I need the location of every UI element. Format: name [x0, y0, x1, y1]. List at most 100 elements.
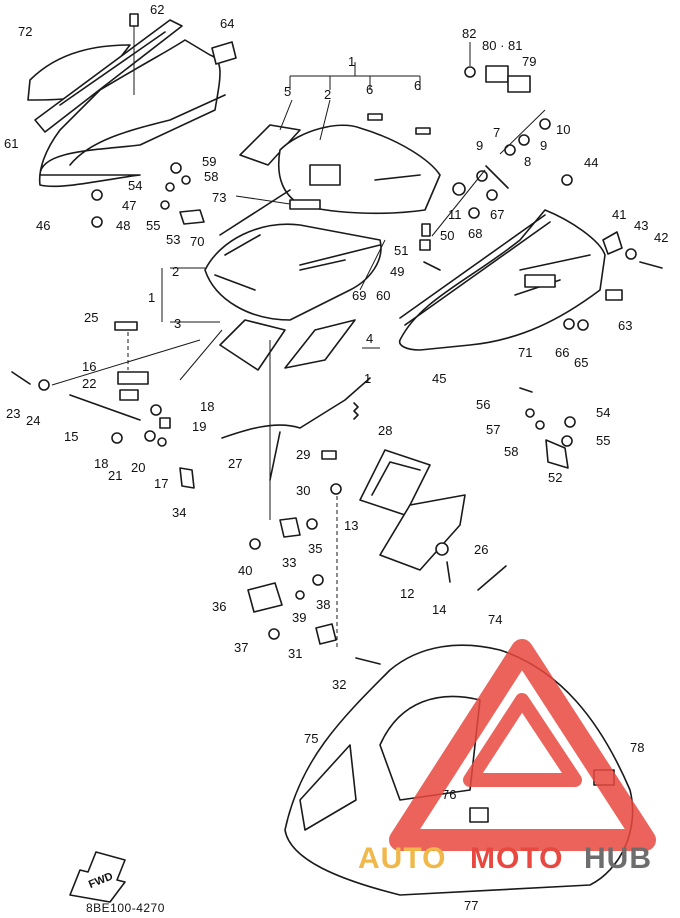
part-4-panel — [284, 319, 356, 369]
part-10 — [539, 118, 551, 130]
callout-35: 35 — [308, 541, 322, 556]
part-74-strip — [477, 565, 507, 591]
callout-45: 45 — [432, 371, 446, 386]
part-61-line — [59, 31, 166, 106]
callout-39: 39 — [292, 610, 306, 625]
callout-12: 12 — [400, 586, 414, 601]
part-54-right — [564, 416, 576, 428]
callout-73: 73 — [212, 190, 226, 205]
callout-48: 48 — [116, 218, 130, 233]
callout-54-a: 54 — [128, 178, 142, 193]
callout-2: 2 — [324, 87, 331, 102]
part-37 — [268, 628, 280, 640]
part-36 — [247, 582, 283, 613]
part-46-frame — [38, 39, 221, 188]
callout-1-b: 1 — [148, 290, 155, 305]
callout-63: 63 — [618, 318, 632, 333]
callout-64: 64 — [220, 16, 234, 31]
callout-19: 19 — [192, 419, 206, 434]
part-2-hood-lines — [214, 234, 346, 291]
callout-54-b: 54 — [596, 405, 610, 420]
callout-33: 33 — [282, 555, 296, 570]
callout-5: 5 — [284, 84, 291, 99]
callout-41: 41 — [612, 207, 626, 222]
callout-61: 61 — [4, 136, 18, 151]
callout-74: 74 — [488, 612, 502, 627]
callout-7: 7 — [493, 125, 500, 140]
callout-32: 32 — [332, 677, 346, 692]
callout-40: 40 — [238, 563, 252, 578]
part-28-spring — [353, 402, 359, 420]
watermark-text-moto: MOTO — [470, 842, 563, 875]
part-45-side-cover — [398, 209, 606, 351]
part-59 — [170, 162, 182, 174]
part-7-arm — [485, 165, 509, 189]
callout-58-b: 58 — [504, 444, 518, 459]
part-72-windshield — [27, 44, 131, 101]
part-17-top — [157, 437, 167, 447]
part-80-81 — [485, 65, 509, 83]
part-63-pad — [605, 289, 623, 301]
callout-42: 42 — [654, 230, 668, 245]
part-32-bolt — [355, 657, 381, 665]
callout-11: 11 — [448, 207, 462, 222]
part-66 — [563, 318, 575, 330]
callout-28: 28 — [378, 423, 392, 438]
callout-1: 1 — [348, 54, 355, 69]
part-27-cable — [221, 377, 371, 439]
callout-23: 23 — [6, 406, 20, 421]
callout-20: 20 — [131, 460, 145, 475]
drawing-code: 8BE100-4270 — [86, 901, 165, 915]
part-2-hood-lower — [204, 223, 382, 321]
part-60-trim-2 — [404, 221, 551, 326]
leader-lines — [51, 42, 546, 520]
callout-80-81: 80 · 81 — [482, 38, 522, 53]
part-55 — [160, 200, 170, 210]
callout-82: 82 — [462, 26, 476, 41]
callout-46: 46 — [36, 218, 50, 233]
part-54 — [165, 182, 175, 192]
callout-25: 25 — [84, 310, 98, 325]
part-39 — [295, 590, 305, 600]
part-5-panel — [239, 124, 301, 166]
part-48 — [91, 216, 103, 228]
callout-53: 53 — [166, 232, 180, 247]
part-60-trim — [399, 214, 546, 319]
part-65 — [577, 319, 589, 331]
part-24 — [38, 379, 50, 391]
part-18-b — [111, 432, 123, 444]
part-52-bracket — [545, 439, 569, 469]
part-drawings — [11, 13, 663, 903]
callout-72: 72 — [18, 24, 32, 39]
part-18-a — [150, 404, 162, 416]
callout-22: 22 — [82, 376, 96, 391]
callout-14: 14 — [432, 602, 446, 617]
callout-75: 75 — [304, 731, 318, 746]
part-49 — [423, 261, 441, 271]
part-12-box — [379, 494, 466, 571]
part-31 — [315, 623, 337, 645]
callout-13: 13 — [344, 518, 358, 533]
part-62-screw — [129, 13, 139, 95]
callout-18-a: 18 — [200, 399, 214, 414]
callout-79: 79 — [522, 54, 536, 69]
callout-78: 78 — [630, 740, 644, 755]
part-26 — [435, 542, 449, 556]
part-56 — [519, 387, 533, 393]
callout-50: 50 — [440, 228, 454, 243]
part-70-stripe — [219, 189, 291, 236]
part-22 — [119, 389, 139, 401]
callout-24: 24 — [26, 413, 40, 428]
part-19 — [159, 417, 171, 429]
callout-21: 21 — [108, 468, 122, 483]
part-47 — [91, 189, 103, 201]
callout-55-a: 55 — [146, 218, 160, 233]
part-6-clip-b — [415, 127, 431, 135]
part-20 — [144, 430, 156, 442]
part-41 — [602, 231, 623, 255]
part-82 — [464, 66, 476, 78]
part-14-bolt — [446, 561, 451, 583]
part-9-b — [476, 170, 488, 182]
watermark-text-auto: AUTO — [358, 842, 446, 875]
callout-2-b: 2 — [172, 264, 179, 279]
